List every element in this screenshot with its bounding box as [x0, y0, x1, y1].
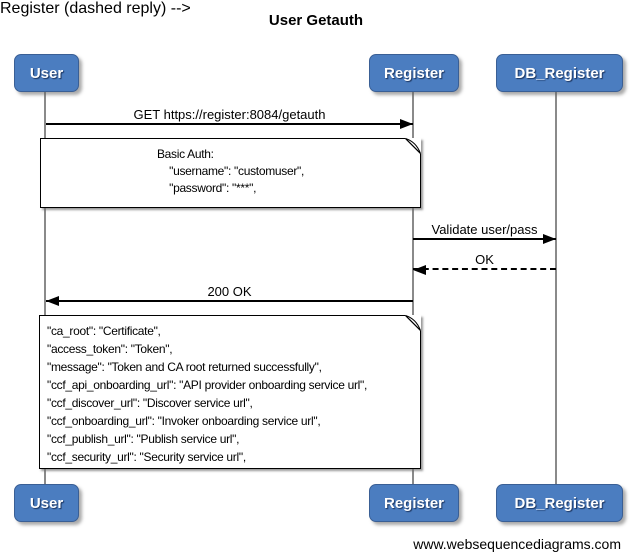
note-response-payload: "ca_root": "Certificate", "access_token"… [39, 315, 421, 469]
arrowhead-left-icon [46, 296, 59, 306]
message-get-getauth-label: GET https://register:8084/getauth [133, 107, 326, 122]
lifeline-user [44, 92, 46, 486]
arrowhead-right-icon [400, 119, 413, 129]
message-200-ok-line [46, 296, 413, 306]
actor-db-register-label: DB_Register [514, 494, 605, 512]
message-get-getauth: GET https://register:8084/getauth [46, 107, 413, 129]
message-get-getauth-line [46, 119, 413, 129]
message-validate-user-pass: Validate user/pass [413, 222, 556, 244]
message-200-ok-label: 200 OK [207, 284, 252, 299]
message-validate-line [413, 234, 556, 244]
actor-register-label: Register [383, 494, 445, 512]
lifeline-register [412, 92, 414, 486]
actor-user-bottom: User [14, 484, 79, 522]
message-200-ok: 200 OK [46, 284, 413, 306]
actor-db-register-bottom: DB_Register [496, 484, 623, 522]
actor-user-label: User [29, 64, 64, 82]
message-ok-label: OK [475, 252, 494, 267]
note-basic-auth: Basic Auth: "username": "customuser", "p… [40, 138, 421, 208]
actor-user-top: User [14, 54, 79, 92]
actor-user-label: User [29, 494, 64, 512]
message-ok-line [413, 265, 556, 275]
actor-register-label: Register [383, 64, 445, 82]
note-fold-icon [405, 138, 421, 154]
websequencediagrams-credit: www.websequencediagrams.com [413, 536, 621, 552]
actor-register-bottom: Register [369, 484, 459, 522]
note-fold-icon [405, 315, 421, 331]
actor-register-top: Register [369, 54, 459, 92]
diagram-title: User Getauth [268, 12, 364, 29]
arrowhead-left-icon [413, 265, 426, 275]
arrowhead-right-icon [543, 234, 556, 244]
message-ok-reply: OK [413, 252, 556, 275]
message-validate-label: Validate user/pass [431, 222, 538, 237]
actor-db-register-label: DB_Register [514, 64, 605, 82]
note-response-payload-text: "ca_root": "Certificate", "access_token"… [47, 324, 368, 464]
lifeline-db-register [555, 92, 557, 486]
actor-db-register-top: DB_Register [496, 54, 623, 92]
note-basic-auth-text: Basic Auth: "username": "customuser", "p… [156, 147, 305, 195]
